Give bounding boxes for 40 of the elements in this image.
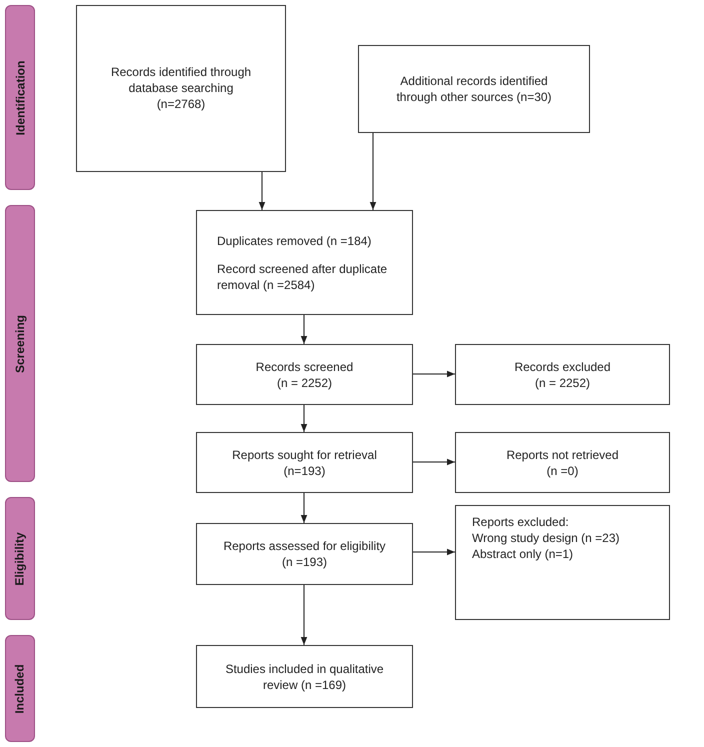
box-text: Wrong study design (n =23) (472, 530, 621, 546)
arrow (300, 492, 308, 524)
arrow (300, 404, 308, 432)
box-text: Records screened (n = 2252) (254, 358, 354, 390)
box-text: Studies included in qualitative review (n =169) (224, 660, 385, 692)
box-text: Reports sought for retrieval (n=193) (231, 446, 378, 478)
arrow (300, 314, 308, 344)
stage-label: Screening (12, 314, 28, 373)
box-text: Duplicates removed (n =184) (217, 232, 372, 248)
process-box (455, 432, 670, 493)
process-box (196, 523, 413, 585)
box-text: Reports assessed for eligibility (n =193) (222, 538, 387, 570)
stage-band (5, 205, 35, 482)
box-text: Records excluded (n = 2252) (513, 358, 612, 390)
process-box (196, 210, 413, 315)
stage-label: Eligibility (12, 532, 28, 586)
arrow (258, 172, 266, 210)
stage-label: Included (12, 664, 28, 714)
process-box (358, 45, 590, 133)
box-text: Abstract only (n=1) (472, 546, 574, 562)
arrow (370, 132, 376, 210)
stage-label: Identification (12, 60, 28, 135)
stage-band (5, 635, 35, 742)
arrow (412, 548, 456, 556)
process-box (76, 5, 286, 172)
process-box (196, 645, 413, 708)
process-box (455, 505, 670, 620)
process-box (196, 344, 413, 405)
stage-band (5, 5, 35, 190)
arrow (412, 458, 456, 466)
arrow (412, 370, 456, 378)
box-text: Additional records identified through other sources (n=30) (395, 73, 553, 105)
arrow (300, 584, 308, 646)
box-text: Records identified through database searching (n=2768) (110, 64, 252, 112)
box-text: Reports excluded: (472, 514, 570, 530)
process-box (455, 344, 670, 405)
stage-band (5, 497, 35, 620)
process-box (196, 432, 413, 493)
box-text: Reports not retrieved (n =0) (505, 446, 620, 478)
box-text: Record screened after duplicate removal (n =2584) (217, 260, 388, 292)
